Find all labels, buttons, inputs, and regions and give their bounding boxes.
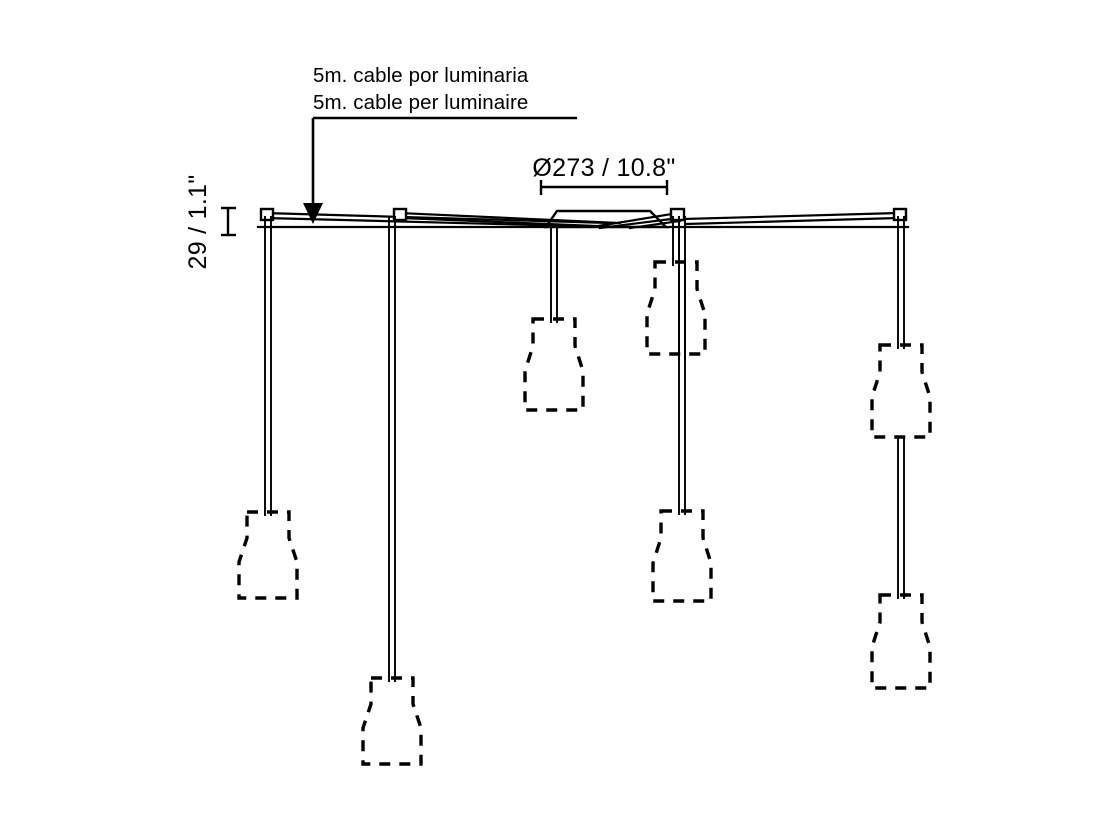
diameter-dimension-label: Ø273 / 10.8" (532, 154, 675, 182)
lamp-shade-center-short (523, 317, 585, 412)
cable-run-canopy-to-center-right-b (598, 216, 681, 230)
cable-note-line-es: 5m. cable por luminaria (313, 64, 529, 87)
bracket-left (392, 207, 408, 222)
lamp-shade-left-long (361, 676, 423, 766)
cable-note-line-en: 5m. cable per luminaire (313, 91, 528, 114)
cable-run-canopy-to-center-right-c (628, 219, 682, 230)
cable-run-group (256, 211, 910, 230)
cable-drop-group (264, 216, 905, 682)
lamp-shade-group (237, 260, 932, 766)
cable-run-canopy-to-far-right (682, 211, 901, 221)
lamp-shade-center-right-long (651, 509, 713, 603)
cable-run-canopy-to-left (397, 211, 622, 225)
cable-run-canopy-to-far-left (263, 211, 612, 225)
bracket-far-left (259, 207, 275, 222)
diameter-dimension-line (539, 180, 669, 195)
lamp-shade-far-right-lower (870, 593, 932, 690)
height-dimension-label: 29 / 1.1" (184, 175, 212, 270)
bracket-center-right (669, 207, 686, 222)
cable-run-canopy-to-far-right-b (684, 216, 901, 226)
lamp-shade-far-left (237, 510, 299, 600)
lamp-shade-center-right-upper (645, 260, 707, 356)
lamp-shade-far-right-upper (870, 343, 932, 439)
cable-run-canopy-to-left-b (398, 216, 624, 229)
cable-run-canopy-to-center-right (590, 211, 680, 229)
bracket-group (259, 207, 908, 222)
height-dimension-line (221, 206, 236, 237)
cable-overlap-group (678, 262, 686, 360)
cable-run-canopy-to-far-left-b (264, 216, 614, 229)
bracket-far-right (892, 207, 908, 222)
